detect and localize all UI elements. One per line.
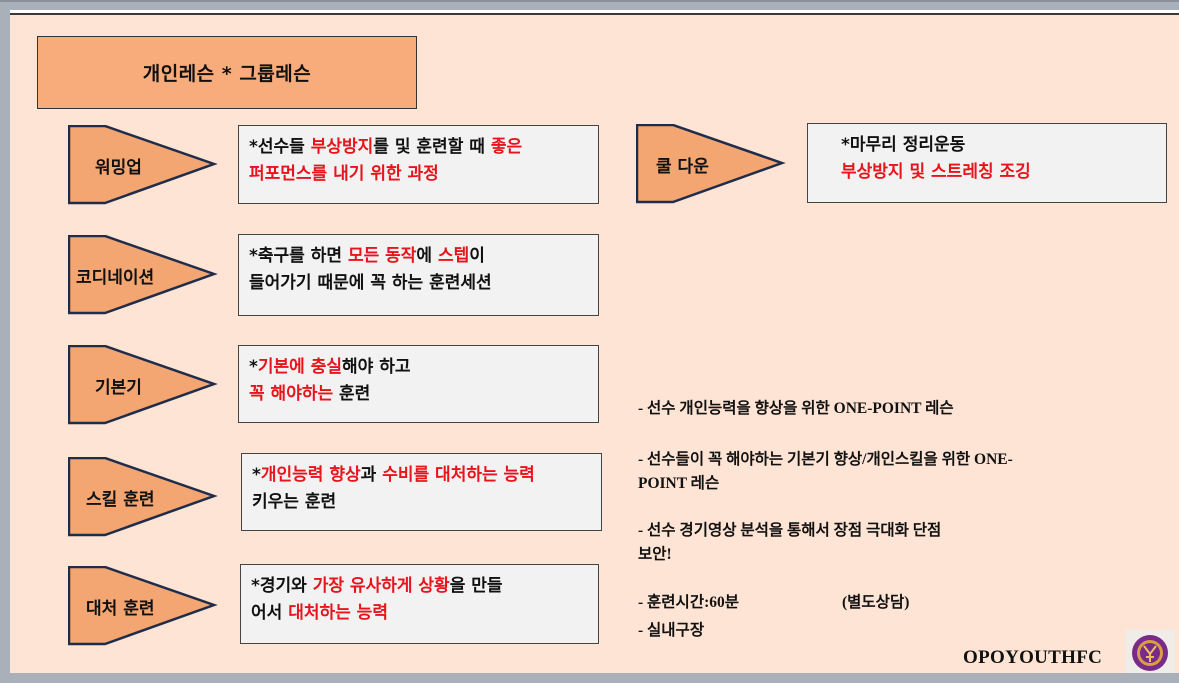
slide: 개인레슨 * 그룹레슨 워밍업 *선수들 부상방지를 및 훈련할 때 좋은 퍼포… xyxy=(10,10,1179,676)
window-top-frame xyxy=(0,0,1179,10)
desc-line: 어서 대처하는 능력 xyxy=(251,603,388,623)
title-box: 개인레슨 * 그룹레슨 xyxy=(37,36,417,109)
brand-name: OPOYOUTHFC xyxy=(963,647,1103,668)
step-label: 쿨 다운 xyxy=(656,156,709,177)
window-bottom-frame xyxy=(0,673,1179,683)
desc-line: *축구를 하면 모든 동작에 스텝이 xyxy=(249,246,485,266)
step-label: 대처 훈련 xyxy=(86,598,155,619)
step-label: 코디네이션 xyxy=(76,267,155,288)
step-fundamentals-arrow: 기본기 xyxy=(68,345,218,425)
desc-line: *기본에 충실해야 하고 xyxy=(249,357,411,377)
step-label: 기본기 xyxy=(95,377,142,398)
step-warmup-arrow: 워밍업 xyxy=(68,125,218,205)
note-consultation: (별도상담) xyxy=(842,594,910,611)
step-coordination-arrow: 코디네이션 xyxy=(68,235,218,315)
desc-line: 꼭 해야하는 훈련 xyxy=(249,384,371,404)
step-reaction-training-description: *경기와 가장 유사하게 상황을 만들 어서 대처하는 능력 xyxy=(240,564,599,644)
step-label: 워밍업 xyxy=(95,157,142,178)
club-emblem-icon xyxy=(1132,635,1168,671)
note-fundamentals-lesson-line2: POINT 레슨 xyxy=(638,475,720,492)
note-indoor-field: - 실내구장 xyxy=(638,622,705,639)
pentagon-arrow-icon xyxy=(68,457,218,537)
pentagon-arrow-icon xyxy=(636,124,786,204)
step-warmup-description: *선수들 부상방지를 및 훈련할 때 좋은 퍼포먼스를 내기 위한 과정 xyxy=(238,125,599,204)
step-reaction-training-arrow: 대처 훈련 xyxy=(68,566,218,646)
step-fundamentals-description: *기본에 충실해야 하고 꼭 해야하는 훈련 xyxy=(238,345,599,423)
step-label: 스킬 훈련 xyxy=(86,489,155,510)
desc-line: *선수들 부상방지를 및 훈련할 때 좋은 xyxy=(249,137,523,157)
desc-line: 들어가기 때문에 꼭 하는 훈련세션 xyxy=(249,273,492,293)
desc-line: *마무리 정리운동 xyxy=(841,135,966,155)
note-fundamentals-lesson-line1: - 선수들이 꼭 해야하는 기본기 향상/개인스킬을 위한 ONE- xyxy=(638,451,1013,468)
desc-line: *경기와 가장 유사하게 상황을 만들 xyxy=(251,576,503,596)
step-coordination-description: *축구를 하면 모든 동작에 스텝이 들어가기 때문에 꼭 하는 훈련세션 xyxy=(238,234,599,316)
pentagon-arrow-icon xyxy=(68,566,218,646)
desc-line: 퍼포먼스를 내기 위한 과정 xyxy=(249,164,439,184)
step-cooldown-arrow: 쿨 다운 xyxy=(636,124,786,204)
pentagon-arrow-icon xyxy=(68,235,218,315)
note-one-point-lesson: - 선수 개인능력을 향상을 위한 ONE-POINT 레슨 xyxy=(638,400,954,417)
desc-line: 키우는 훈련 xyxy=(252,492,337,512)
desc-line: *개인능력 향상과 수비를 대처하는 능력 xyxy=(252,465,535,485)
pentagon-arrow-icon xyxy=(68,345,218,425)
step-skill-training-arrow: 스킬 훈련 xyxy=(68,457,218,537)
slide-title: 개인레슨 * 그룹레슨 xyxy=(142,63,312,85)
pentagon-arrow-icon xyxy=(68,125,218,205)
desc-line: 부상방지 및 스트레칭 조깅 xyxy=(841,162,1031,182)
note-training-time: - 훈련시간:60분 xyxy=(638,594,739,611)
step-skill-training-description: *개인능력 향상과 수비를 대처하는 능력 키우는 훈련 xyxy=(241,453,602,531)
note-video-analysis-line2: 보안! xyxy=(638,546,672,563)
note-video-analysis-line1: - 선수 경기영상 분석을 통해서 장점 극대화 단점 xyxy=(638,522,942,539)
step-cooldown-description: *마무리 정리운동 부상방지 및 스트레칭 조깅 xyxy=(807,123,1167,203)
club-logo xyxy=(1125,630,1175,676)
